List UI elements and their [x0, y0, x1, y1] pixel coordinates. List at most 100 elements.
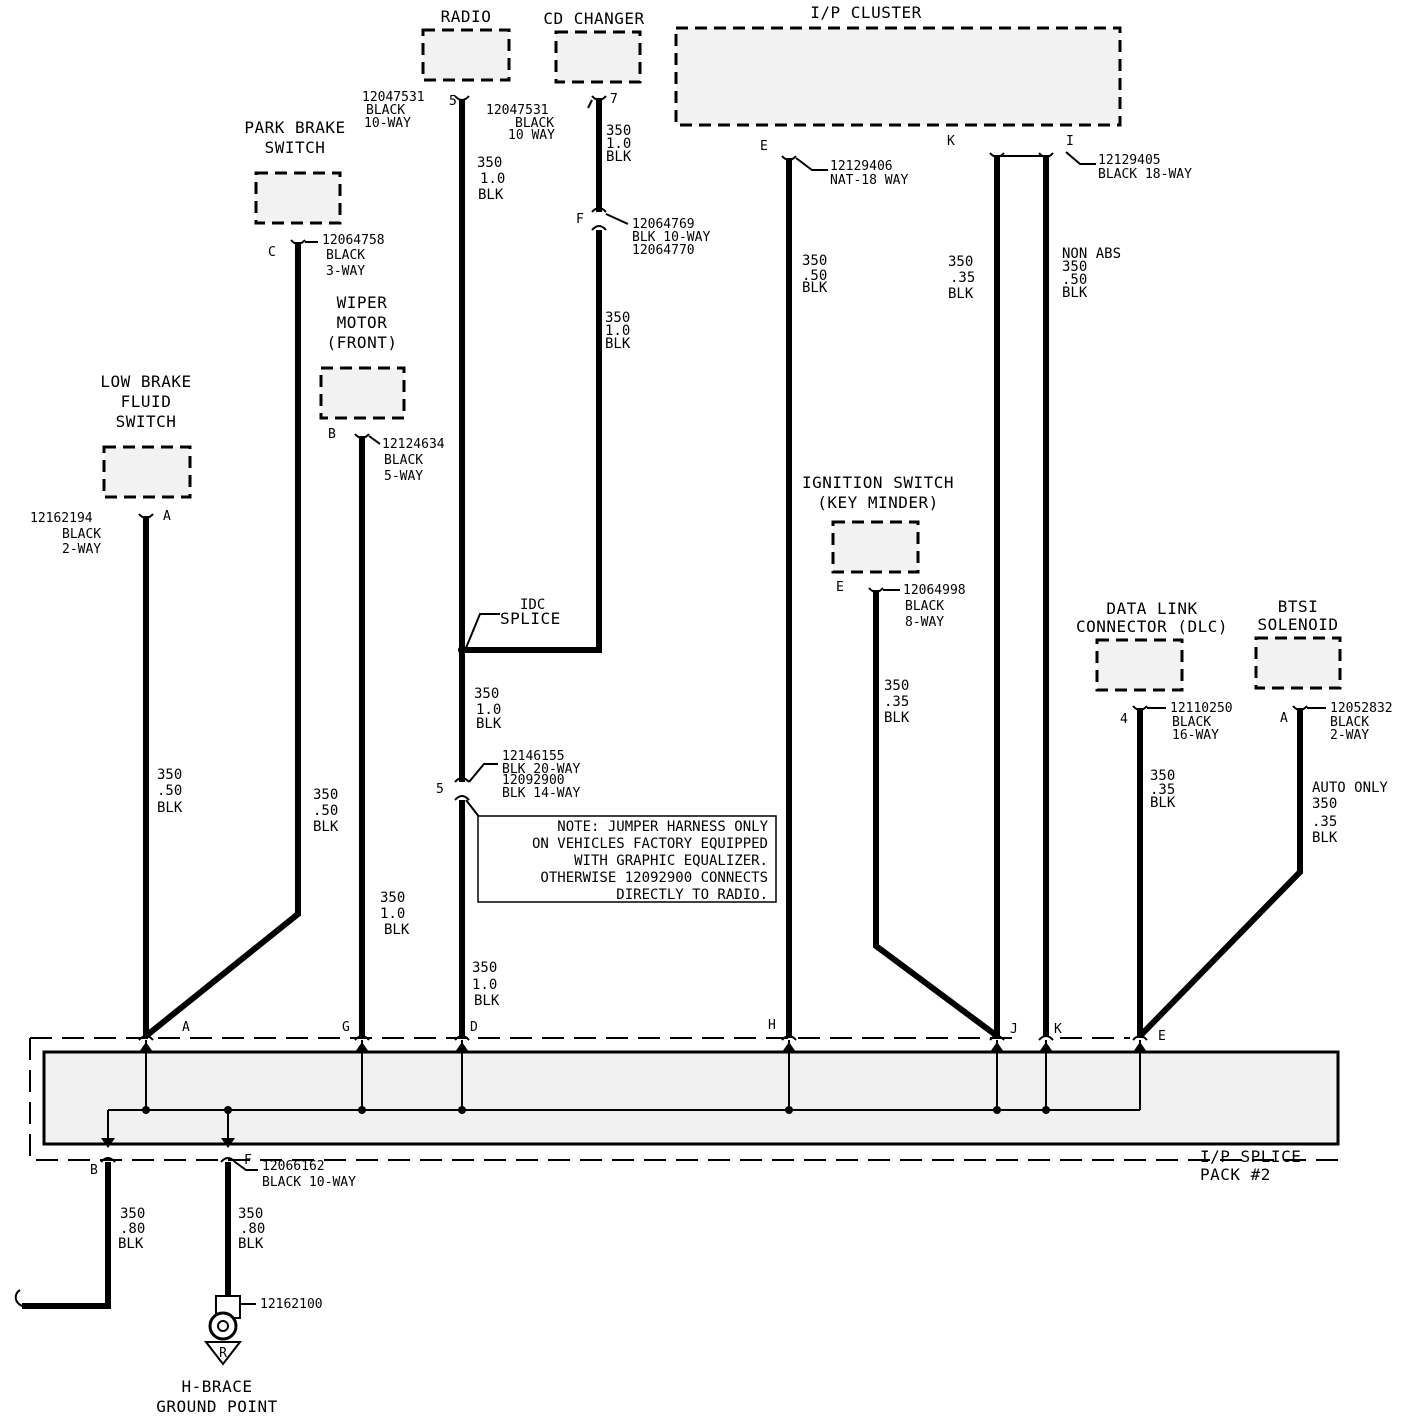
- svg-text:ON VEHICLES FACTORY EQUIPPED: ON VEHICLES FACTORY EQUIPPED: [532, 836, 768, 852]
- svg-text:A: A: [1280, 711, 1288, 726]
- connector-labels: 12047531 BLACK 10-WAY 5 12047531 BLACK 1…: [30, 90, 1393, 1312]
- svg-text:BLACK: BLACK: [366, 103, 405, 118]
- svg-text:350: 350: [802, 253, 827, 269]
- svg-text:12064758: 12064758: [322, 233, 385, 248]
- svg-text:K: K: [947, 134, 955, 149]
- svg-text:SOLENOID: SOLENOID: [1257, 615, 1338, 634]
- svg-text:H-BRACE: H-BRACE: [182, 1377, 253, 1396]
- svg-text:BLK: BLK: [1150, 795, 1176, 811]
- wire-output-b: [22, 1162, 111, 1309]
- svg-text:12052832: 12052832: [1330, 701, 1393, 716]
- svg-text:BTSI: BTSI: [1278, 597, 1319, 616]
- svg-text:IGNITION SWITCH: IGNITION SWITCH: [802, 473, 954, 492]
- svg-text:BLK 10-WAY: BLK 10-WAY: [632, 230, 710, 245]
- svg-text:350: 350: [157, 767, 182, 783]
- svg-text:7: 7: [610, 92, 618, 107]
- svg-text:BLK: BLK: [157, 800, 183, 816]
- svg-text:R: R: [219, 1346, 227, 1361]
- ignition-switch-component: IGNITION SWITCH (KEY MINDER): [802, 473, 954, 574]
- wire-cd-changer: [458, 98, 602, 654]
- svg-text:F: F: [576, 212, 584, 227]
- svg-text:.35: .35: [1312, 814, 1337, 830]
- svg-text:OTHERWISE 12092900 CONNECTS: OTHERWISE 12092900 CONNECTS: [540, 870, 768, 886]
- svg-text:I: I: [1066, 134, 1074, 149]
- svg-text:FLUID: FLUID: [121, 392, 172, 411]
- wire-spec-labels: 350 1.0 BLK 350 1.0 BLK 350 1.0 BLK 350 …: [118, 123, 1388, 1252]
- svg-text:2-WAY: 2-WAY: [1330, 728, 1369, 743]
- svg-text:MOTOR: MOTOR: [337, 313, 388, 332]
- svg-text:I/P SPLICE: I/P SPLICE: [1200, 1147, 1301, 1166]
- svg-text:BLK: BLK: [606, 149, 632, 165]
- svg-text:BLACK: BLACK: [62, 527, 101, 542]
- svg-text:BLK: BLK: [605, 336, 631, 352]
- svg-text:SPLICE: SPLICE: [500, 609, 561, 628]
- svg-text:K: K: [1054, 1022, 1062, 1037]
- svg-text:.35: .35: [884, 694, 909, 710]
- svg-text:.50: .50: [313, 803, 338, 819]
- svg-text:D: D: [470, 1020, 478, 1035]
- svg-text:350: 350: [1150, 768, 1175, 784]
- svg-text:.80: .80: [240, 1221, 265, 1237]
- svg-text:8-WAY: 8-WAY: [905, 615, 944, 630]
- svg-text:12162100: 12162100: [260, 1297, 323, 1312]
- svg-text:E: E: [760, 139, 768, 154]
- svg-text:12066162: 12066162: [262, 1159, 325, 1174]
- svg-text:1.0: 1.0: [476, 702, 501, 718]
- svg-text:350: 350: [948, 254, 973, 270]
- cd-changer-component: CD CHANGER: [543, 9, 644, 84]
- data-link-connector-component: DATA LINK CONNECTOR (DLC): [1076, 599, 1228, 692]
- svg-text:PACK #2: PACK #2: [1200, 1165, 1271, 1184]
- svg-text:.50: .50: [157, 783, 182, 799]
- radio-component: RADIO: [421, 7, 511, 82]
- svg-text:F: F: [244, 1153, 252, 1168]
- svg-text:BLACK: BLACK: [515, 116, 554, 131]
- svg-text:PARK BRAKE: PARK BRAKE: [244, 118, 345, 137]
- svg-text:C: C: [268, 245, 276, 260]
- svg-text:BLK: BLK: [478, 187, 504, 203]
- svg-text:12146155: 12146155: [502, 749, 565, 764]
- svg-text:BLACK: BLACK: [326, 248, 365, 263]
- svg-text:E: E: [1158, 1029, 1166, 1044]
- svg-text:SWITCH: SWITCH: [265, 138, 326, 157]
- svg-text:BLK: BLK: [802, 280, 828, 296]
- svg-text:12064770: 12064770: [632, 243, 695, 258]
- svg-text:12129405: 12129405: [1098, 153, 1161, 168]
- svg-text:350: 350: [477, 155, 502, 171]
- svg-text:.50: .50: [802, 268, 827, 284]
- svg-text:G: G: [342, 1020, 350, 1035]
- svg-text:12124634: 12124634: [382, 437, 445, 452]
- svg-text:1.0: 1.0: [606, 136, 631, 152]
- svg-text:350: 350: [605, 310, 630, 326]
- svg-text:350: 350: [884, 678, 909, 694]
- svg-text:350: 350: [1312, 796, 1337, 812]
- svg-text:12162194: 12162194: [30, 511, 93, 526]
- svg-text:10-WAY: 10-WAY: [364, 116, 411, 131]
- svg-text:12064998: 12064998: [903, 583, 966, 598]
- svg-text:1.0: 1.0: [480, 171, 505, 187]
- svg-text:H: H: [768, 1018, 776, 1033]
- svg-text:WIPER: WIPER: [337, 293, 388, 312]
- svg-text:BLK: BLK: [948, 286, 974, 302]
- idc-splice-label: IDC SPLICE: [465, 597, 561, 649]
- svg-text:12110250: 12110250: [1170, 701, 1233, 716]
- svg-text:GROUND POINT: GROUND POINT: [156, 1397, 278, 1416]
- svg-text:DATA LINK: DATA LINK: [1106, 599, 1197, 618]
- svg-text:A: A: [182, 1020, 190, 1035]
- svg-text:350: 350: [120, 1206, 145, 1222]
- btsi-solenoid-component: BTSI SOLENOID: [1254, 597, 1342, 690]
- svg-text:12047531: 12047531: [486, 103, 549, 118]
- svg-text:BLK: BLK: [884, 710, 910, 726]
- svg-text:350: 350: [238, 1206, 263, 1222]
- svg-text:350: 350: [474, 686, 499, 702]
- svg-text:DIRECTLY TO RADIO.: DIRECTLY TO RADIO.: [616, 887, 768, 903]
- svg-text:BLK: BLK: [238, 1236, 264, 1252]
- svg-text:BLK 20-WAY: BLK 20-WAY: [502, 762, 580, 777]
- svg-text:BLK: BLK: [118, 1236, 144, 1252]
- svg-text:NON ABS: NON ABS: [1062, 246, 1121, 262]
- svg-text:12129406: 12129406: [830, 159, 893, 174]
- svg-text:RADIO: RADIO: [441, 7, 492, 26]
- svg-text:BLK 14-WAY: BLK 14-WAY: [502, 786, 580, 801]
- svg-text:NOTE: JUMPER HARNESS ONLY: NOTE: JUMPER HARNESS ONLY: [557, 819, 768, 835]
- svg-text:1.0: 1.0: [380, 906, 405, 922]
- wire-park-brake: [144, 242, 301, 1039]
